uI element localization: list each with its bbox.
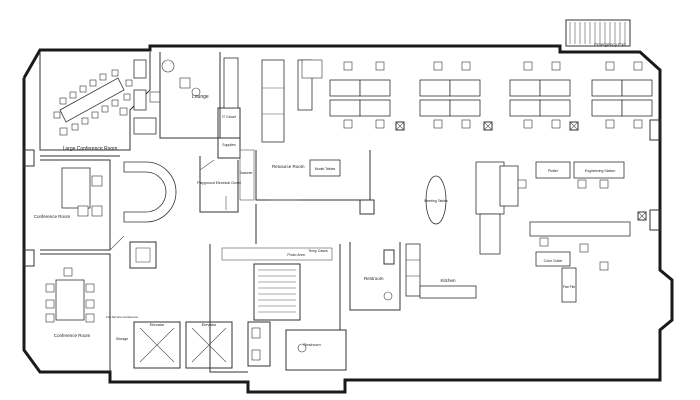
closets — [199, 57, 255, 213]
partitions — [40, 52, 341, 330]
elevator-1-label: Elevator — [150, 322, 165, 327]
meeting-table-label: Meeting Tables — [424, 199, 448, 203]
meeting-table — [425, 175, 447, 225]
restroom-kitchen — [349, 242, 477, 311]
it-closet-label: IT Closet — [222, 115, 236, 119]
supplies-label: Supplies — [222, 143, 236, 147]
conference-rooms-left — [40, 159, 111, 372]
conference-room-2-label: Conference Room — [54, 333, 91, 338]
emergency-exit-stair — [565, 19, 631, 47]
playground-electrical-label: Playground Electrical Closet — [197, 181, 241, 185]
restroom-2-label: Restroom — [303, 342, 321, 347]
conference-room-1-label: Conference Room — [34, 214, 71, 219]
workstations — [329, 61, 653, 131]
lounge — [133, 52, 221, 139]
emergency-exit-label: Emergency Exit — [594, 42, 626, 47]
temp-cases-label: Temp Cases — [308, 249, 328, 253]
engineering-station-label: Engineering Station — [585, 169, 616, 173]
elevator-2-label: Elevator — [202, 322, 217, 327]
large-conference-room — [39, 52, 151, 151]
kitchen-label: Kitchen — [440, 278, 456, 283]
reception-desk — [123, 161, 177, 269]
color-cutter-label: Color Cutter — [544, 259, 564, 263]
large-conference-room-label: Large Conference Room — [63, 146, 118, 152]
building-core — [133, 244, 347, 373]
scanner-label: Scanner — [239, 171, 253, 175]
photo-area-label: Photo Area — [287, 253, 304, 257]
flat-file-label: Flat File — [563, 285, 576, 289]
resource-room-label: Resource Room — [272, 164, 305, 169]
lounge-label: Lounge — [192, 94, 209, 100]
full-service-conference-label: Full Service Conference — [106, 315, 138, 319]
model-tables-label: Model Tables — [315, 167, 336, 171]
center-stations — [475, 161, 647, 303]
outer-walls — [22, 44, 674, 394]
plotter-label: Plotter — [548, 169, 559, 173]
restroom-1-label: Restroom — [364, 276, 384, 281]
storage-label: Storage — [116, 337, 128, 341]
resource-room — [255, 59, 375, 215]
